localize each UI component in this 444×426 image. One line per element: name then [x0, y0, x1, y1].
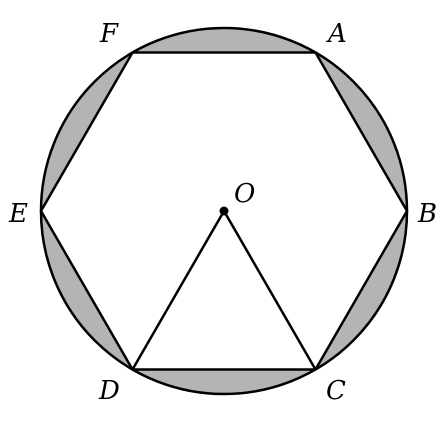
vertex-label-e: E: [8, 199, 28, 229]
vertex-label-f: F: [99, 19, 119, 49]
segment-oc: [222, 210, 317, 371]
center-point: [219, 206, 229, 216]
vertex-label-c: C: [326, 376, 346, 406]
vertex-label-d: D: [98, 376, 120, 406]
vertex-label-b: B: [417, 199, 437, 229]
segment-od: [131, 210, 226, 371]
vertex-label-a: A: [326, 19, 347, 49]
center-label: O: [234, 179, 255, 209]
